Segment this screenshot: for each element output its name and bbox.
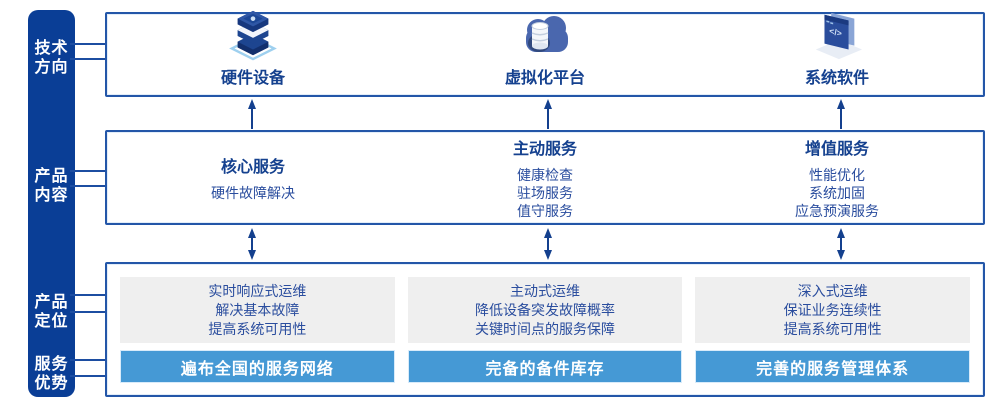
sidebar-label-product-content: 产品 内容 [34, 168, 69, 204]
tech-item-virtualization: 虚拟化平台 [399, 14, 691, 95]
service-title: 主动服务 [512, 141, 577, 158]
tech-label-hardware: 硬件设备 [220, 70, 285, 87]
advantage-banner: 遍布全国的服务网络 [120, 350, 395, 383]
service-item: 应急预演服务 [795, 203, 879, 219]
service-item: 值守服务 [517, 203, 573, 219]
positioning-column-indepth: 深入式运维 保证业务连续性 提高系统可用性 完善的服务管理体系 [695, 277, 971, 383]
positioning-line: 提高系统可用性 [783, 320, 882, 337]
positioning-line: 主动式运维 [510, 282, 580, 299]
connector-line [70, 43, 106, 45]
tech-item-hardware: 硬件设备 [107, 10, 399, 95]
service-item: 健康检查 [517, 167, 573, 183]
tech-label-system-software: 系统软件 [804, 70, 869, 87]
cloud-database-icon [516, 9, 574, 61]
connector-line [70, 311, 120, 313]
server-stack-icon [224, 9, 282, 61]
product-content-box: 核心服务 硬件故障解决 主动服务 健康检查 驻场服务 值守服务 增值服务 性能优… [105, 130, 985, 225]
advantage-banner: 完备的备件库存 [407, 350, 683, 383]
service-item: 性能优化 [809, 167, 865, 183]
category-sidebar: 技术 方向 产品 内容 产品 定位 服务 优势 [28, 10, 75, 397]
double-arrow [837, 228, 845, 260]
tech-item-system-software: </> 系统软件 [691, 12, 983, 95]
service-item: 系统加固 [809, 185, 865, 201]
positioning-line: 实时响应式运维 [208, 282, 307, 299]
connector-line [70, 294, 120, 296]
positioning-line: 提高系统可用性 [208, 320, 307, 337]
up-arrow [544, 99, 552, 129]
service-column-value-added: 增值服务 性能优化 系统加固 应急预演服务 [691, 132, 983, 223]
connector-line [70, 58, 106, 60]
positioning-panel: 深入式运维 保证业务连续性 提高系统可用性 [695, 277, 971, 343]
tech-direction-box: 硬件设备 虚拟化平台 [105, 10, 985, 97]
svg-text:</>: </> [829, 26, 842, 39]
connector-line [70, 185, 106, 187]
positioning-column-realtime: 实时响应式运维 解决基本故障 提高系统可用性 遍布全国的服务网络 [120, 277, 395, 383]
tech-label-virtualization: 虚拟化平台 [504, 70, 585, 87]
service-item: 驻场服务 [517, 185, 573, 201]
double-arrow [544, 228, 552, 260]
service-title: 核心服务 [220, 159, 285, 176]
code-window-icon: </> [808, 9, 866, 61]
up-arrow [837, 99, 845, 129]
positioning-column-proactive: 主动式运维 降低设备突发故障概率 关键时间点的服务保障 完备的备件库存 [407, 277, 683, 383]
service-column-core: 核心服务 硬件故障解决 [107, 132, 399, 223]
connector-line [70, 375, 120, 377]
positioning-line: 解决基本故障 [215, 301, 300, 318]
positioning-panel: 主动式运维 降低设备突发故障概率 关键时间点的服务保障 [407, 277, 683, 343]
connector-line [70, 170, 106, 172]
positioning-panel: 实时响应式运维 解决基本故障 提高系统可用性 [120, 277, 395, 343]
service-title: 增值服务 [804, 141, 869, 158]
positioning-line: 降低设备突发故障概率 [475, 301, 615, 318]
service-column-proactive: 主动服务 健康检查 驻场服务 值守服务 [399, 132, 691, 223]
connector-line [70, 359, 120, 361]
positioning-line: 保证业务连续性 [783, 301, 882, 318]
sidebar-label-product-positioning: 产品 定位 [34, 294, 69, 330]
double-arrow [248, 228, 256, 260]
up-arrow [248, 99, 256, 129]
service-item: 硬件故障解决 [211, 185, 295, 201]
sidebar-label-service-advantage: 服务 优势 [34, 356, 69, 392]
sidebar-label-tech-direction: 技术 方向 [34, 40, 69, 76]
positioning-line: 关键时间点的服务保障 [475, 320, 615, 337]
positioning-line: 深入式运维 [797, 282, 868, 299]
advantage-banner: 完善的服务管理体系 [695, 350, 971, 383]
positioning-box: 实时响应式运维 解决基本故障 提高系统可用性 遍布全国的服务网络 主动式运维 降… [105, 262, 985, 397]
